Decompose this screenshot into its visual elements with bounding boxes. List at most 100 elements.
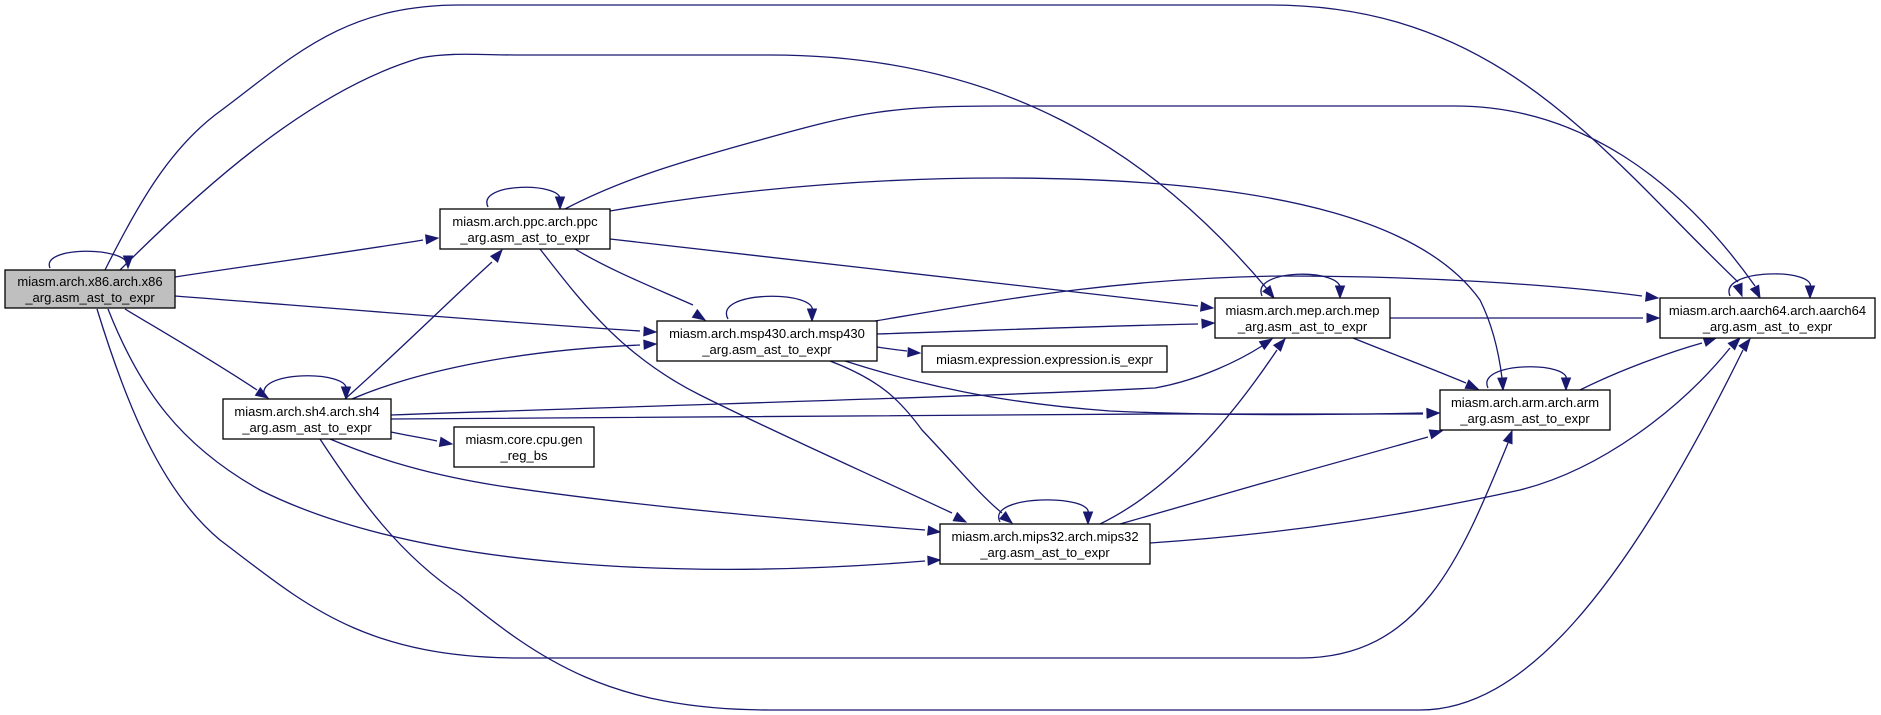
- edge-line: [107, 308, 926, 570]
- edge-ppc-to-ppc: [486, 186, 566, 211]
- edge-line: [876, 323, 1199, 335]
- edge-msp430-to-msp430: [725, 295, 818, 323]
- edge-line: [351, 344, 641, 400]
- edge-x86-to-mips32: [107, 308, 942, 570]
- arrowhead: [1804, 285, 1816, 300]
- node-mep[interactable]: miasm.arch.mep.arch.mep_arg.asm_ast_to_e…: [1214, 297, 1391, 339]
- edge-line: [344, 261, 493, 400]
- node-label-line2: _arg.asm_ast_to_expr: [1702, 319, 1833, 334]
- edge-line: [1579, 342, 1703, 391]
- edge-line: [1486, 366, 1567, 389]
- node-box[interactable]: [939, 523, 1151, 565]
- node-x86[interactable]: miasm.arch.x86.arch.x86_arg.asm_ast_to_e…: [4, 269, 176, 309]
- arrowhead: [1428, 429, 1444, 440]
- node-aarch64[interactable]: miasm.arch.aarch64.arch.aarch64_arg.asm_…: [1659, 297, 1876, 339]
- edge-line: [104, 4, 1739, 283]
- edge-line: [124, 308, 258, 391]
- node-box[interactable]: [1214, 297, 1391, 339]
- edge-line: [876, 346, 908, 352]
- node-label-line1: miasm.arch.x86.arch.x86: [17, 274, 162, 289]
- node-msp430[interactable]: miasm.arch.msp430.arch.msp430_arg.asm_as…: [656, 320, 878, 362]
- node-label-line1: miasm.core.cpu.gen: [465, 432, 582, 447]
- node-box[interactable]: [4, 269, 176, 309]
- edge-line: [997, 499, 1089, 523]
- edge-line: [263, 375, 347, 398]
- node-box[interactable]: [921, 345, 1168, 373]
- edge-line: [119, 53, 1269, 291]
- node-ppc[interactable]: miasm.arch.ppc.arch.ppc_arg.asm_ast_to_e…: [439, 208, 611, 250]
- edge-sh4-to-aarch64: [319, 337, 1751, 711]
- edge-x86-to-x86: [48, 250, 134, 270]
- edge-line: [486, 186, 561, 208]
- edge-line: [1119, 436, 1429, 525]
- arrowhead: [806, 308, 818, 323]
- arrowhead: [643, 339, 658, 350]
- edge-line: [1149, 347, 1731, 544]
- node-label-line1: miasm.arch.sh4.arch.sh4: [234, 404, 379, 419]
- arrowhead: [691, 308, 707, 321]
- node-label-line1: miasm.arch.mep.arch.mep: [1226, 303, 1380, 318]
- edge-line: [174, 239, 424, 278]
- edge-line: [725, 295, 813, 320]
- edge-line: [1099, 349, 1278, 525]
- arrowhead: [340, 386, 352, 401]
- node-label-line1: miasm.arch.mips32.arch.mips32: [951, 529, 1138, 544]
- node-label-line2: _arg.asm_ast_to_expr: [979, 545, 1110, 560]
- arrowhead: [1272, 337, 1286, 352]
- edge-x86-to-msp430: [174, 295, 658, 337]
- edge-msp430-to-isexpr: [876, 346, 922, 358]
- arrowhead: [1702, 336, 1718, 347]
- arrowhead: [1426, 408, 1441, 419]
- arrowhead: [1646, 312, 1661, 324]
- arrowhead: [1749, 284, 1761, 300]
- edge-mips32-to-arm: [1119, 429, 1444, 525]
- edge-line: [539, 248, 953, 514]
- node-box[interactable]: [439, 208, 611, 250]
- node-box[interactable]: [1659, 297, 1876, 339]
- node-box[interactable]: [222, 398, 392, 440]
- arrowhead: [1497, 377, 1508, 392]
- node-label-line2: _reg_bs: [500, 448, 548, 463]
- arrowhead: [1258, 338, 1274, 351]
- edge-mep-to-arm: [1352, 337, 1480, 390]
- arrowhead: [1738, 337, 1751, 353]
- edge-sh4-to-genreg: [390, 431, 454, 447]
- edge-x86-to-ppc: [174, 234, 440, 278]
- arrowhead: [927, 555, 942, 566]
- node-box[interactable]: [453, 426, 595, 468]
- edge-mips32-to-mep: [1099, 337, 1286, 525]
- edge-mips32-to-aarch64: [1149, 336, 1742, 544]
- edge-msp430-to-mips32: [829, 360, 1014, 524]
- node-label-line2: _arg.asm_ast_to_expr: [1237, 319, 1368, 334]
- arrowhead: [1560, 377, 1572, 392]
- node-box[interactable]: [1439, 389, 1611, 431]
- node-label-line2: _arg.asm_ast_to_expr: [701, 342, 832, 357]
- node-label-line1: miasm.arch.aarch64.arch.aarch64: [1669, 303, 1866, 318]
- edge-msp430-to-mep: [876, 318, 1216, 335]
- edge-line: [1352, 337, 1467, 384]
- node-genreg[interactable]: miasm.core.cpu.gen_reg_bs: [453, 426, 595, 468]
- arrowhead: [554, 196, 566, 211]
- node-label-line2: _arg.asm_ast_to_expr: [241, 420, 372, 435]
- arrowhead: [1644, 291, 1660, 302]
- arrowhead: [952, 511, 968, 523]
- node-isexpr[interactable]: miasm.expression.expression.is_expr: [921, 345, 1168, 373]
- edge-line: [1260, 273, 1341, 297]
- node-label-line1: miasm.arch.arm.arch.arm: [1451, 395, 1599, 410]
- edge-sh4-to-sh4: [263, 375, 352, 401]
- arrowhead: [254, 386, 270, 399]
- edge-line: [96, 308, 1509, 659]
- arrowhead: [1502, 429, 1513, 445]
- edge-line: [609, 238, 1199, 307]
- node-arm[interactable]: miasm.arch.arm.arch.arm_arg.asm_ast_to_e…: [1439, 389, 1611, 431]
- edge-line: [609, 177, 1503, 379]
- edge-line: [564, 105, 1756, 287]
- arrowhead: [907, 346, 922, 358]
- node-box[interactable]: [656, 320, 878, 362]
- node-label: miasm.expression.expression.is_expr: [936, 352, 1153, 367]
- node-sh4[interactable]: miasm.arch.sh4.arch.sh4_arg.asm_ast_to_e…: [222, 398, 392, 440]
- node-mips32[interactable]: miasm.arch.mips32.arch.mips32_arg.asm_as…: [939, 523, 1151, 565]
- edge-line: [1728, 273, 1811, 297]
- edge-sh4-to-mep: [390, 338, 1274, 416]
